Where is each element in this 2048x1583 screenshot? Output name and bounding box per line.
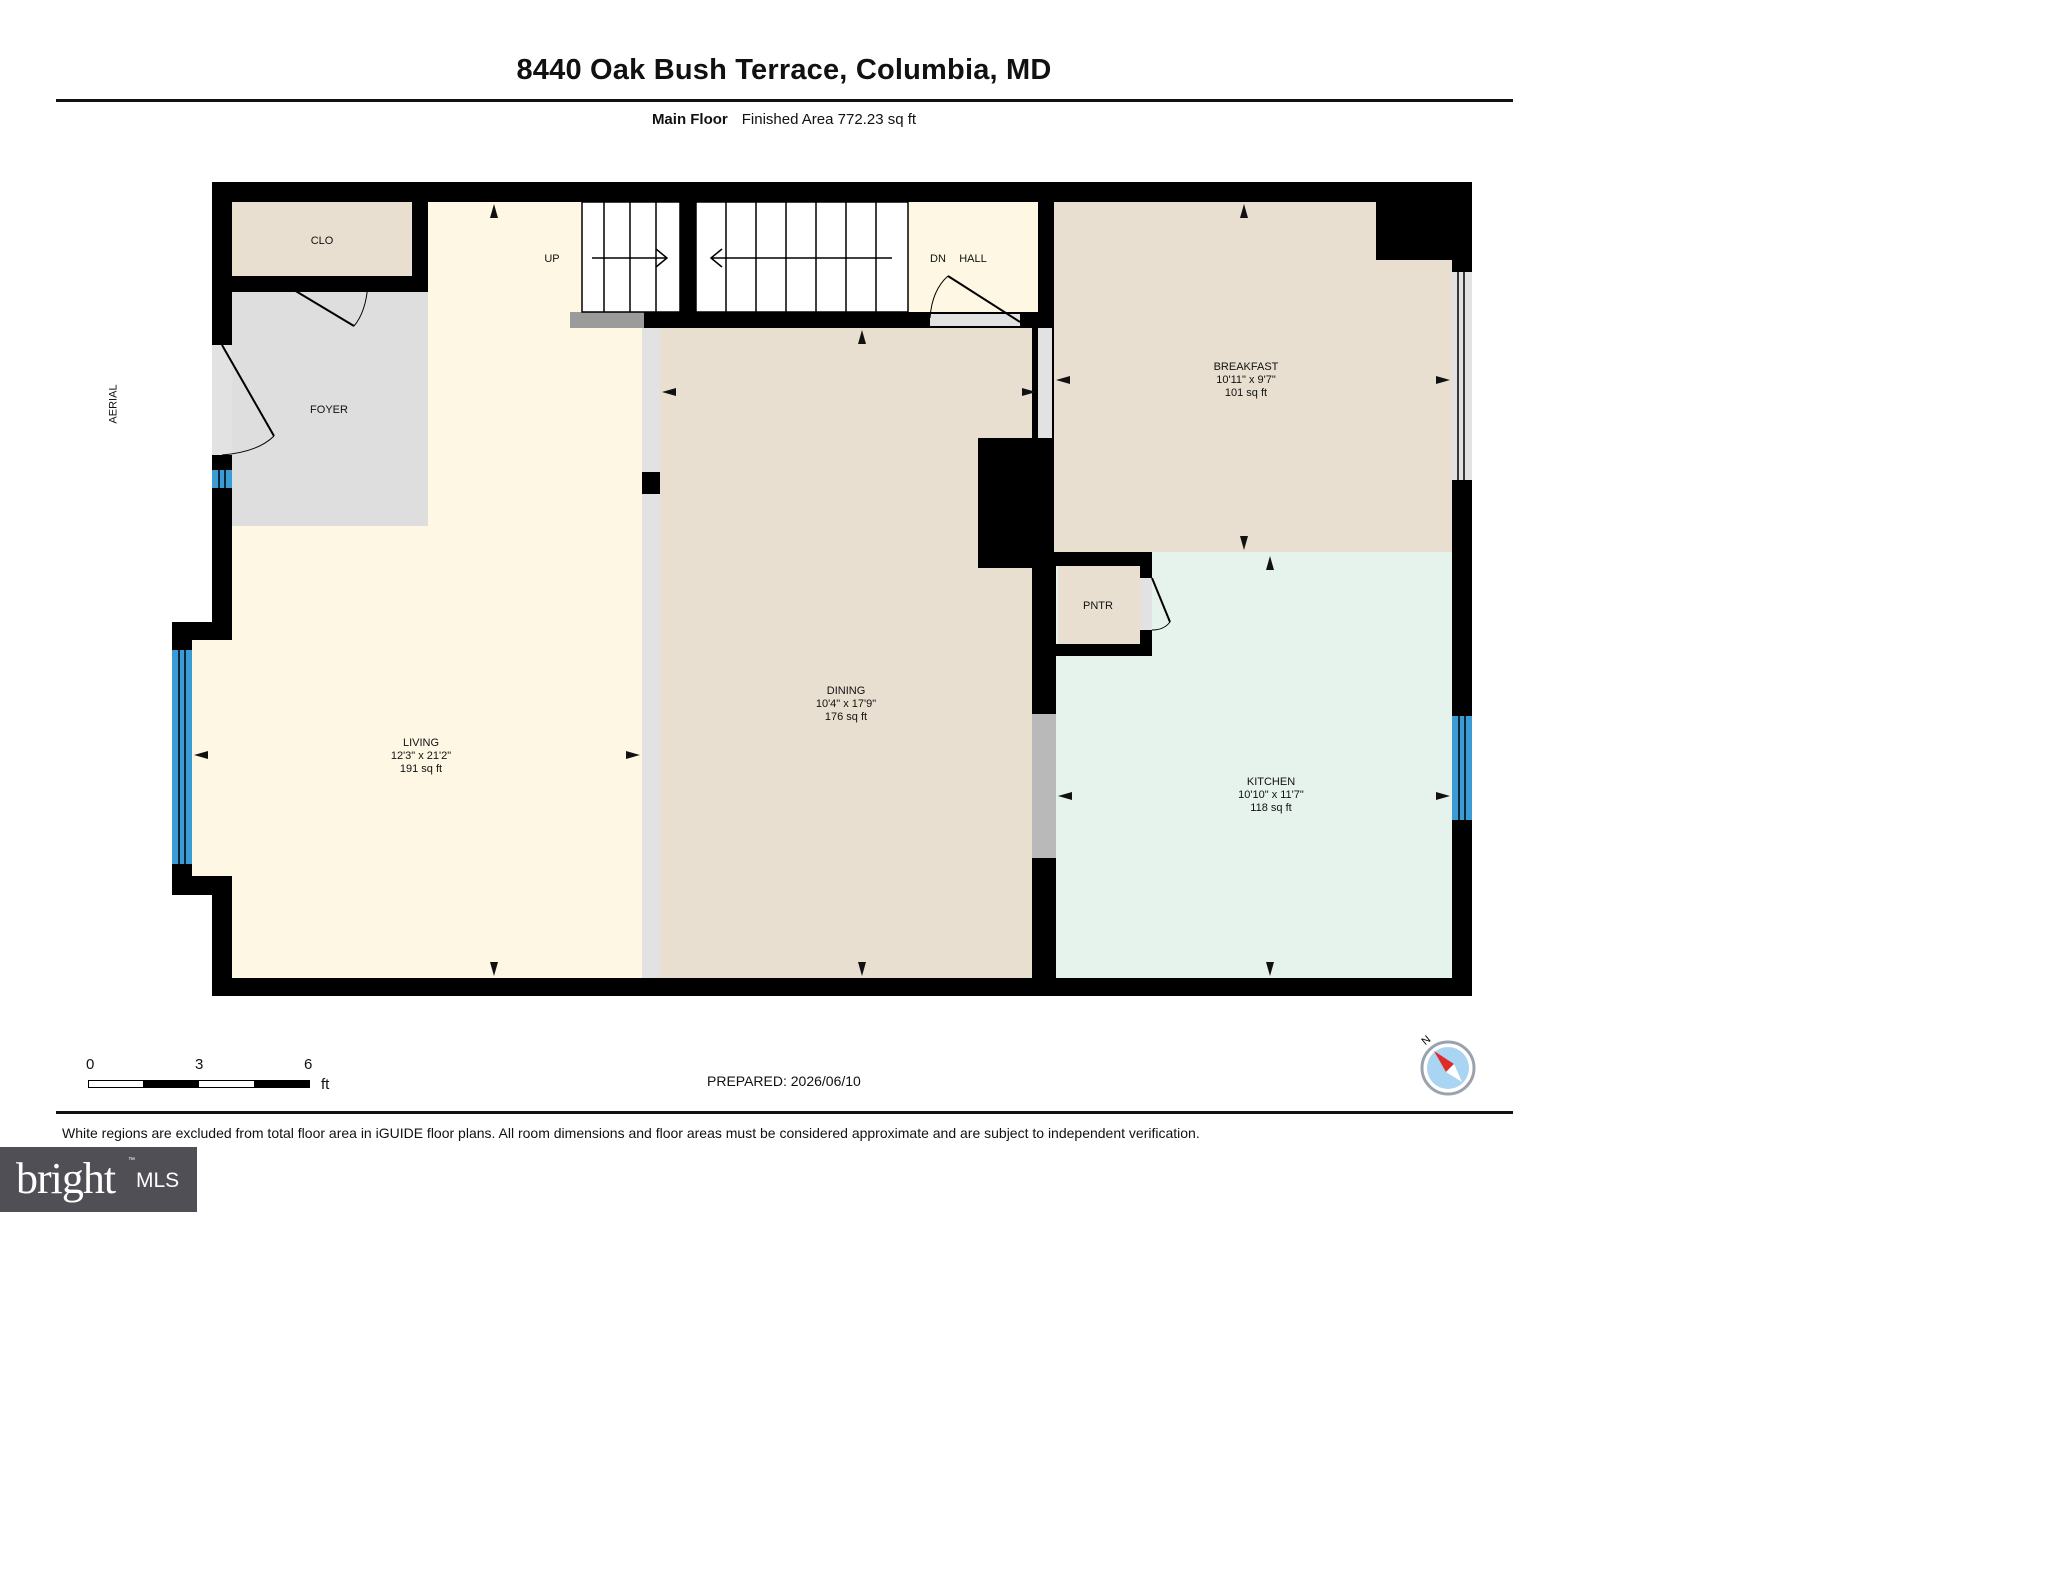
clo-floor	[232, 202, 412, 276]
scale-bar: 0 3 6 ft	[86, 1056, 346, 1096]
opening	[1032, 714, 1056, 858]
opening	[930, 314, 1020, 326]
sliding-door	[1457, 272, 1465, 480]
room-label-clo: CLO	[311, 235, 334, 247]
wall	[232, 276, 284, 292]
window	[1452, 716, 1472, 820]
floor-plan: CLO FOYER UP DN HALL BREAKFAST 10'11" x …	[172, 182, 1472, 996]
pntr-floor	[1058, 566, 1140, 644]
room-area-kitchen: 118 sq ft	[1250, 802, 1291, 814]
scale-tick-3: 3	[195, 1056, 204, 1073]
opening	[1038, 328, 1052, 438]
room-label-dining: DINING	[827, 685, 866, 697]
opening	[212, 345, 232, 455]
wall	[368, 276, 428, 292]
opening	[1140, 578, 1152, 630]
door	[929, 275, 1021, 323]
scale-tick-6: 6	[304, 1056, 313, 1073]
opening	[642, 494, 660, 978]
logo-suffix: MLS	[136, 1169, 180, 1192]
compass-north-label: N	[1420, 1034, 1434, 1048]
room-dims-kitchen: 10'10" x 11'7"	[1238, 789, 1304, 801]
wall	[642, 978, 660, 996]
page-title: 8440 Oak Bush Terrace, Columbia, MD	[516, 54, 1052, 86]
wall	[412, 202, 428, 292]
wall	[680, 202, 696, 328]
logo-brand: bright	[16, 1154, 116, 1203]
room-area-living: 191 sq ft	[400, 763, 442, 775]
logo-tm: ™	[128, 1157, 135, 1164]
floor-name: Main Floor	[651, 111, 728, 128]
stair-landing-bar	[570, 312, 644, 328]
foyer-floor	[232, 292, 428, 526]
stair-landing-floor	[572, 202, 582, 314]
chimney-block	[978, 438, 1054, 568]
room-dims-dining: 10'4" x 17'9"	[816, 698, 876, 710]
disclaimer-text: White regions are excluded from total fl…	[62, 1125, 1200, 1141]
window	[172, 650, 192, 864]
room-label-living: LIVING	[403, 737, 439, 749]
room-dims-breakfast: 10'11" x 9'7"	[1216, 374, 1276, 386]
room-label-hall: HALL	[959, 253, 987, 265]
door	[283, 283, 369, 327]
wall	[1038, 202, 1054, 328]
hall-floor	[908, 202, 1038, 314]
finished-area: Finished Area 772.23 sq ft	[741, 111, 917, 128]
window	[212, 470, 232, 488]
wall	[642, 472, 660, 494]
stairs-up	[581, 201, 681, 313]
room-label-breakfast: BREAKFAST	[1214, 361, 1279, 373]
room-dims-living: 12'3" x 21'2"	[391, 750, 451, 762]
door	[221, 344, 275, 456]
title-rule	[56, 99, 1513, 102]
opening	[642, 328, 660, 472]
door	[1151, 577, 1171, 631]
stairs-up-label: UP	[544, 253, 559, 265]
room-area-dining: 176 sq ft	[825, 711, 867, 723]
living-floor	[192, 202, 642, 978]
prepared-date: PREPARED: 2026/06/10	[707, 1073, 861, 1089]
room-area-breakfast: 101 sq ft	[1225, 387, 1267, 399]
footer-rule	[56, 1111, 1513, 1114]
opening	[1452, 272, 1472, 480]
scale-bar-graphic	[88, 1080, 310, 1088]
scale-unit: ft	[321, 1076, 330, 1093]
compass-icon: N	[1416, 1033, 1480, 1098]
scale-tick-0: 0	[86, 1056, 95, 1073]
subtitle: Main Floor Finished Area 772.23 sq ft	[0, 111, 1568, 128]
bright-mls-logo: bright ™ MLS	[0, 1147, 197, 1212]
room-label-foyer: FOYER	[310, 404, 348, 416]
dining-floor	[660, 328, 1032, 978]
room-label-pntr: PNTR	[1083, 600, 1113, 612]
dimension-arrows	[194, 204, 1450, 976]
breakfast-floor	[1054, 202, 1452, 552]
stairs-down-label: DN	[930, 253, 946, 265]
room-label-kitchen: KITCHEN	[1247, 776, 1295, 788]
stairs-down	[695, 201, 909, 313]
wall	[1040, 552, 1152, 566]
wall	[1040, 644, 1152, 656]
